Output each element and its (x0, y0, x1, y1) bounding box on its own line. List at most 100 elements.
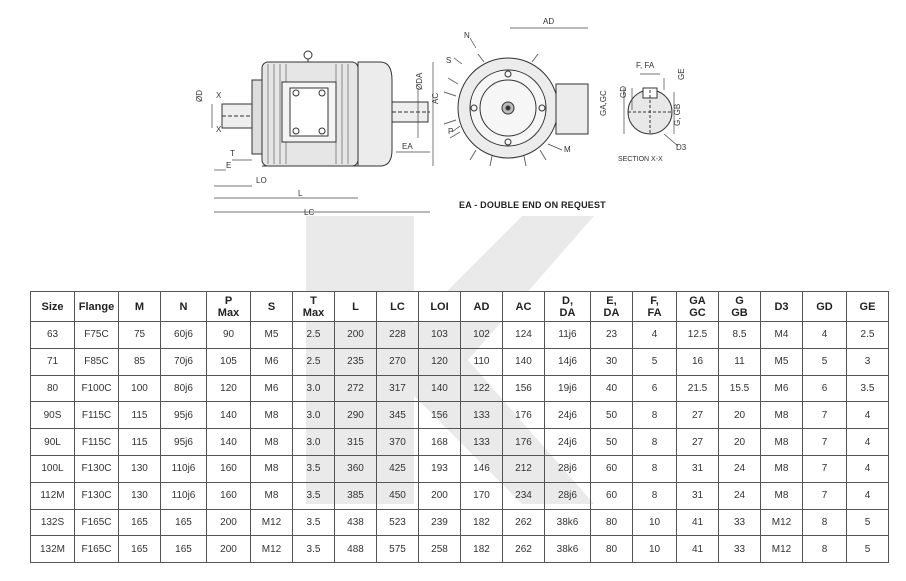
table-cell: 20 (718, 428, 761, 456)
table-cell: 115 (118, 428, 161, 456)
column-header-text: AD (473, 300, 490, 313)
column-header: AC (502, 291, 545, 322)
table-cell: 33 (718, 535, 761, 564)
column-header: M (118, 291, 161, 322)
table-cell: 16 (676, 347, 719, 376)
table-cell: M8 (250, 481, 293, 510)
table-cell: 90L (30, 428, 75, 456)
column-header: L (334, 291, 377, 322)
table-cell: 27 (676, 428, 719, 456)
table-cell: 575 (376, 535, 419, 564)
table-cell: 212 (502, 454, 545, 483)
table-cell: 234 (502, 481, 545, 510)
table-cell: 170 (460, 481, 503, 510)
table-cell: 11 (718, 347, 761, 376)
table-cell: 10 (632, 508, 677, 537)
label-s: S (446, 56, 451, 65)
column-header-text: AC (515, 300, 532, 313)
table-cell: 200 (334, 321, 377, 349)
table-cell: 156 (418, 401, 461, 430)
column-header-text: M (134, 300, 145, 313)
column-header: GE (846, 291, 889, 322)
table-cell: 63 (30, 321, 75, 349)
table-cell: 24j6 (544, 428, 591, 456)
table-cell: M12 (250, 535, 293, 564)
table-cell: 6 (802, 374, 847, 403)
table-cell: 5 (802, 347, 847, 376)
column-header-text: GC (689, 306, 706, 319)
label-f-fa: F, FA (636, 61, 655, 70)
table-cell: 110 (460, 347, 503, 376)
label-gd: GD (619, 86, 628, 98)
table-cell: 103 (418, 321, 461, 349)
table-cell: 132M (30, 535, 75, 564)
table-cell: M8 (760, 454, 803, 483)
table-cell: 80j6 (160, 374, 207, 403)
column-header: LOI (418, 291, 461, 322)
table-cell: 176 (502, 401, 545, 430)
table-cell: 3.5 (292, 535, 335, 564)
table-cell: 200 (418, 481, 461, 510)
table-cell: 60j6 (160, 321, 207, 349)
table-cell: M8 (250, 454, 293, 483)
table-cell: 41 (676, 535, 719, 564)
label-d3: D3 (676, 143, 687, 152)
table-cell: M4 (760, 321, 803, 349)
table-cell: 27 (676, 401, 719, 430)
table-cell: 345 (376, 401, 419, 430)
table-cell: 140 (206, 428, 251, 456)
table-cell: 7 (802, 454, 847, 483)
table-cell: M6 (760, 374, 803, 403)
column-header-text: T (310, 294, 317, 307)
table-cell: 8 (632, 481, 677, 510)
table-cell: 4 (632, 321, 677, 349)
table-cell: 168 (418, 428, 461, 456)
table-cell: 165 (118, 508, 161, 537)
label-ge: GE (677, 68, 686, 80)
table-cell: 85 (118, 347, 161, 376)
table-cell: 38k6 (544, 535, 591, 564)
table-cell: 262 (502, 535, 545, 564)
table-cell: F130C (74, 481, 119, 510)
column-header-text: L (352, 300, 359, 313)
table-cell: 8.5 (718, 321, 761, 349)
table-cell: 8 (802, 508, 847, 537)
table-cell: 122 (460, 374, 503, 403)
table-cell: 3.0 (292, 401, 335, 430)
table-cell: 132S (30, 508, 75, 537)
table-cell: 24 (718, 481, 761, 510)
table-cell: 90S (30, 401, 75, 430)
table-cell: 50 (590, 401, 633, 430)
double-end-note: EA - DOUBLE END ON REQUEST (459, 200, 606, 210)
table-cell: 12.5 (676, 321, 719, 349)
table-cell: F85C (74, 347, 119, 376)
table-cell: 41 (676, 508, 719, 537)
table-cell: M5 (760, 347, 803, 376)
table-cell: 270 (376, 347, 419, 376)
table-cell: 160 (206, 481, 251, 510)
table-cell: 235 (334, 347, 377, 376)
table-cell: 24j6 (544, 401, 591, 430)
table-cell: 165 (160, 508, 207, 537)
table-cell: 21.5 (676, 374, 719, 403)
table-cell: 8 (632, 401, 677, 430)
column-header-text: G (735, 294, 744, 307)
table-cell: F165C (74, 535, 119, 564)
column-header: S (250, 291, 293, 322)
column-header-text: D, (562, 294, 573, 307)
table-cell: 11j6 (544, 321, 591, 349)
table-cell: 120 (206, 374, 251, 403)
table-cell: 102 (460, 321, 503, 349)
section-dimensions (623, 73, 679, 147)
